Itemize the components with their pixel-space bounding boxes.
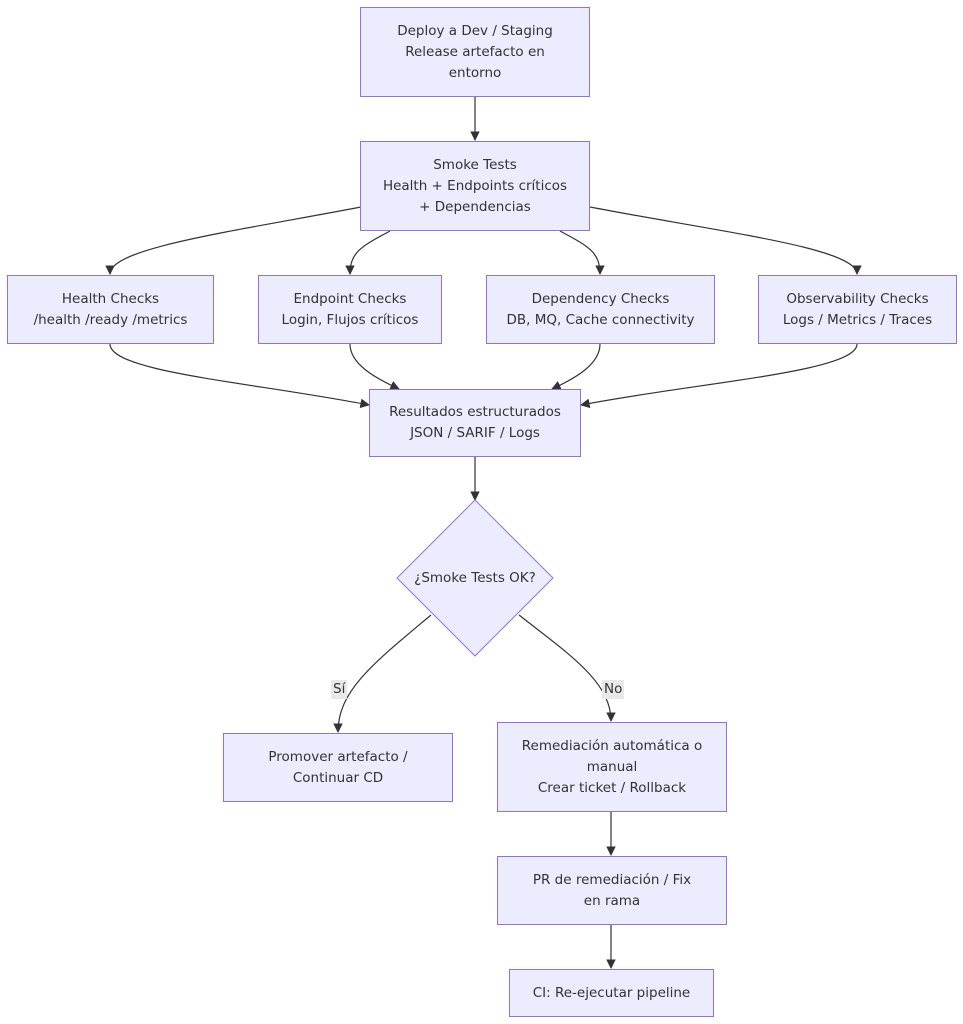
node-remediation-line-2: manual (586, 758, 638, 775)
edge-health-results (109, 343, 370, 409)
node-endpoint-checks-line-1: Endpoint Checks (293, 290, 407, 307)
node-structured-results-line-2: JSON / SARIF / Logs (410, 425, 540, 441)
node-ci-rerun: CI: Re-ejecutar pipeline (509, 969, 714, 1017)
node-remediation: Remediación automática o manual Crear ti… (497, 722, 727, 812)
node-endpoint-checks-line-2: Login, Flujos críticos (281, 311, 419, 328)
node-endpoint-checks: Endpoint Checks Login, Flujos críticos (258, 275, 442, 344)
node-remediation-line-1: Remediación automática o (521, 737, 703, 754)
edge-endpoint-results (349, 343, 400, 390)
edge-label-no: No (602, 680, 625, 699)
node-health-checks-line-2: /health /ready /metrics (33, 311, 188, 328)
node-remediation-line-3: Crear ticket / Rollback (537, 779, 687, 796)
edge-observability-results (580, 343, 858, 409)
decision-label: ¿Smoke Tests OK? (414, 570, 536, 586)
node-health-checks: Health Checks /health /ready /metrics (7, 275, 214, 344)
node-structured-results-line-1: Resultados estructurados (389, 404, 561, 420)
node-observability-checks-line-2: Logs / Metrics / Traces (782, 311, 933, 328)
node-deploy: Deploy a Dev / Staging Release artefacto… (360, 7, 590, 97)
node-deploy-line-2: Release artefacto en (405, 43, 545, 60)
node-observability-checks: Observability Checks Logs / Metrics / Tr… (758, 275, 957, 344)
decision-diamond (396, 499, 554, 657)
edge-smoke-observability (589, 206, 862, 275)
node-deploy-line-3: entorno (448, 64, 502, 81)
node-observability-checks-line-1: Observability Checks (786, 290, 929, 307)
node-deploy-line-1: Deploy a Dev / Staging (397, 22, 553, 39)
node-remediation-pr-line-1: PR de remediación / Fix (532, 871, 692, 888)
node-promote-artifact-line-2: Continuar CD (292, 769, 384, 786)
edge-decision-promote (333, 614, 432, 733)
node-remediation-pr: PR de remediación / Fix en rama (497, 856, 727, 925)
edge-decision-remediation (518, 614, 616, 722)
node-health-checks-line-1: Health Checks (61, 290, 160, 307)
node-dependency-checks-line-2: DB, MQ, Cache connectivity (506, 311, 695, 328)
node-ci-rerun-line-1: CI: Re-ejecutar pipeline (532, 984, 691, 1001)
node-dependency-checks: Dependency Checks DB, MQ, Cache connecti… (486, 275, 715, 344)
node-smoke-tests-line-1: Smoke Tests (433, 156, 517, 173)
node-smoke-tests-line-3: + Dependencias (419, 198, 531, 215)
node-smoke-tests-line-2: Health + Endpoints críticos (382, 177, 568, 194)
edge-dependency-results (551, 343, 601, 390)
node-remediation-pr-line-2: en rama (583, 892, 641, 909)
node-promote-artifact: Promover artefacto / Continuar CD (223, 733, 453, 802)
node-dependency-checks-line-1: Dependency Checks (531, 290, 670, 307)
node-smoke-tests: Smoke Tests Health + Endpoints críticos … (360, 141, 590, 231)
edge-smoke-dependency (559, 230, 605, 275)
node-promote-artifact-line-1: Promover artefacto / (268, 748, 408, 765)
edge-smoke-health (105, 206, 362, 275)
edge-label-yes: Sí (331, 680, 348, 699)
node-structured-results: Resultados estructurados JSON / SARIF / … (369, 389, 581, 457)
edge-smoke-endpoint (345, 230, 391, 275)
